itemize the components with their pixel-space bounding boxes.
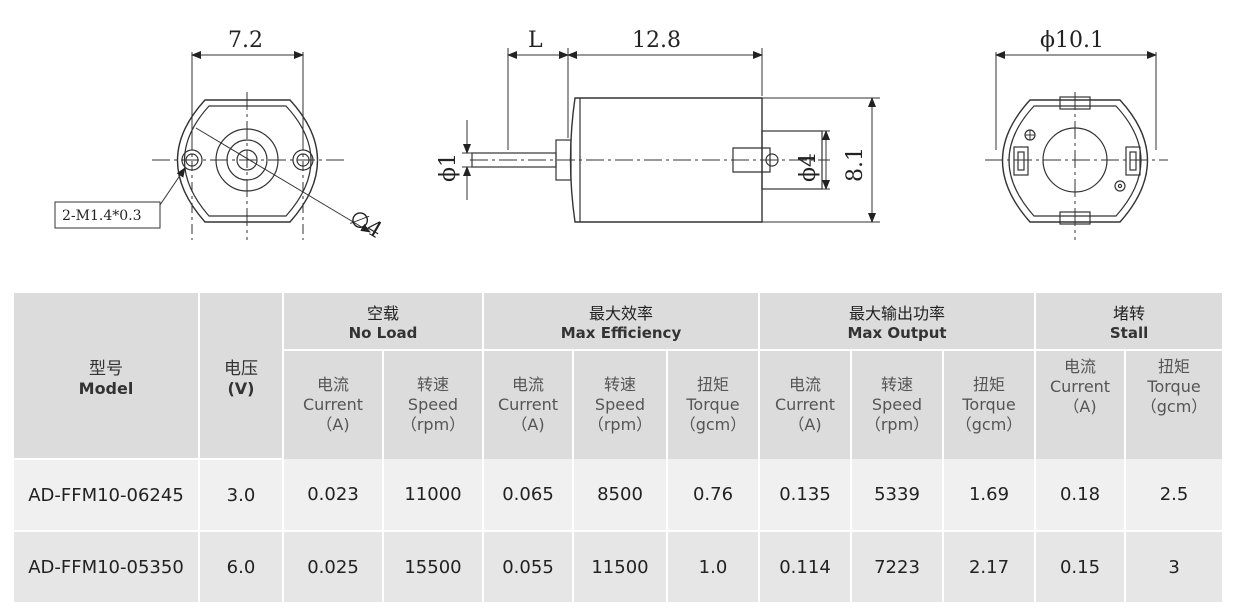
cell-voltage: 3.0	[198, 459, 284, 532]
group-max-output-cn: 最大输出功率	[849, 304, 946, 323]
model-header-cn: 型号	[89, 358, 123, 379]
cell-me-torque: 0.76	[666, 459, 760, 532]
cell-st-torque: 3	[1124, 531, 1225, 602]
side-boss-dia: ϕ4	[796, 153, 821, 182]
front-view-drawing	[54, 51, 371, 240]
spec-table: 型号 Model 电压 (V) 空载 No Load 最大效率 Max Effi…	[12, 293, 1225, 602]
side-L-label: L	[528, 28, 543, 53]
cell-mo-current: 0.114	[758, 531, 852, 602]
group-max-efficiency-cn: 最大效率	[588, 304, 653, 323]
cell-model: AD-FFM10-06245	[12, 459, 200, 532]
cell-me-speed: 11500	[572, 531, 668, 602]
cell-mo-torque: 2.17	[941, 531, 1037, 602]
group-max-efficiency: 最大效率 Max Efficiency	[482, 293, 760, 351]
cell-voltage: 6.0	[198, 531, 284, 602]
technical-drawings: 7.2 2-M1.4*0.3 ∅4 L	[0, 0, 1239, 280]
model-header-en: Model	[78, 378, 134, 398]
side-length-dim: 12.8	[632, 28, 681, 53]
group-no-load: 空载 No Load	[282, 293, 484, 351]
cell-mo-torque: 1.69	[941, 459, 1037, 532]
cell-nl-speed: 11000	[382, 459, 484, 532]
voltage-header-en: (V)	[227, 378, 255, 398]
voltage-header: 电压 (V)	[198, 293, 284, 460]
voltage-header-cn: 电压	[224, 358, 258, 379]
cell-st-torque: 2.5	[1124, 459, 1225, 532]
group-max-efficiency-en: Max Efficiency	[560, 324, 682, 342]
cell-nl-current: 0.023	[282, 459, 384, 532]
cell-nl-current: 0.025	[282, 531, 384, 602]
cell-mo-current: 0.135	[758, 459, 852, 532]
group-max-output: 最大输出功率 Max Output	[757, 293, 1037, 351]
table-row: AD-FFM10-06245 3.0 0.023 11000 0.065 850…	[12, 459, 1225, 532]
side-view-drawing	[462, 48, 880, 223]
side-height-dim: 8.1	[843, 147, 868, 182]
cell-nl-speed: 15500	[382, 531, 484, 602]
cell-st-current: 0.18	[1034, 459, 1127, 532]
group-no-load-cn: 空载	[366, 304, 399, 323]
cell-me-current: 0.055	[482, 531, 574, 602]
group-no-load-en: No Load	[348, 324, 418, 342]
hole-callout: 2-M1.4*0.3	[62, 208, 142, 224]
cell-me-current: 0.065	[482, 459, 574, 532]
front-width-dim: 7.2	[228, 28, 263, 53]
group-stall-en: Stall	[1109, 324, 1149, 342]
cell-mo-speed: 5339	[850, 459, 944, 532]
model-header: 型号 Model	[12, 293, 200, 460]
cell-st-current: 0.15	[1034, 531, 1127, 602]
cell-model: AD-FFM10-05350	[12, 531, 200, 602]
table-row: AD-FFM10-05350 6.0 0.025 15500 0.055 115…	[12, 531, 1225, 602]
cell-me-speed: 8500	[572, 459, 668, 532]
cell-me-torque: 1.0	[666, 531, 760, 602]
cell-mo-speed: 7223	[850, 531, 944, 602]
drawing-canvas: 7.2 2-M1.4*0.3 ∅4 L	[54, 28, 1168, 244]
side-shaft-dia: ϕ1	[436, 153, 461, 182]
group-stall-cn: 堵转	[1113, 304, 1146, 323]
group-stall: 堵转 Stall	[1034, 293, 1225, 351]
rear-dia-dim: ϕ10.1	[1040, 28, 1104, 53]
front-boss-dia: ∅4	[345, 206, 386, 244]
group-max-output-en: Max Output	[847, 324, 947, 342]
rear-view-drawing	[985, 51, 1168, 240]
